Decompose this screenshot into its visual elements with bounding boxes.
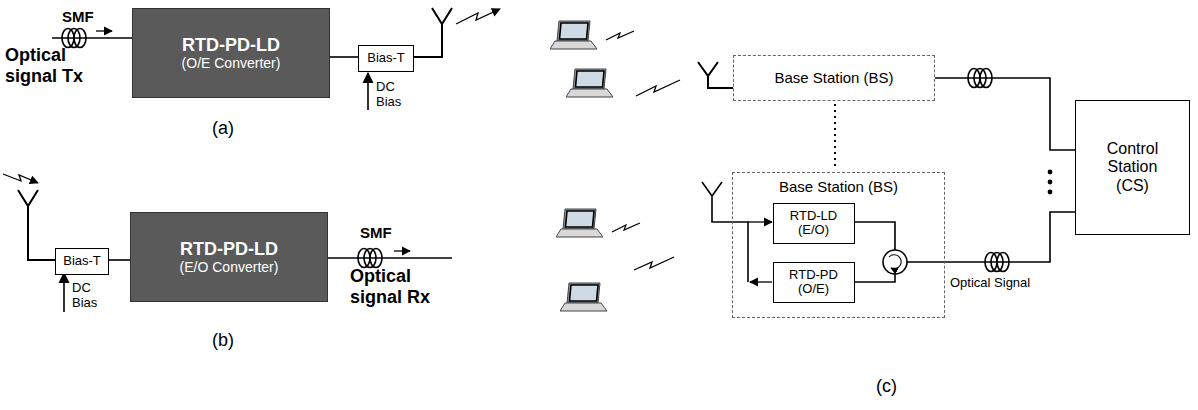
node-text: (O/E Converter): [182, 55, 281, 71]
control-station-box: Control Station (CS): [1075, 100, 1190, 235]
figure-label: (c): [876, 376, 897, 397]
fiber-line: [52, 37, 132, 39]
figure-label: SMF: [360, 224, 392, 241]
figure-label: (b): [212, 330, 234, 351]
antenna-symbol: [702, 182, 748, 282]
figure-label: DC Bias: [376, 80, 410, 110]
connector-line: [945, 212, 1075, 262]
node-text: Base Station (BS): [779, 178, 898, 195]
laptop-icon: [560, 283, 607, 311]
node-text: Control Station (CS): [1097, 140, 1169, 195]
figure-label: (a): [212, 118, 234, 139]
fiber-coil: [985, 253, 1009, 272]
figure-label: SMF: [62, 8, 94, 25]
node-text: RTD-PD (O/E): [784, 268, 844, 298]
connector-line: [109, 259, 130, 261]
connector-line: [330, 56, 358, 58]
figure-label: Optical signal Tx: [5, 45, 97, 86]
wireless-signal: [612, 223, 640, 232]
converter-box: RTD-PD-LD(O/E Converter): [132, 8, 330, 98]
bias-arrow: [63, 273, 65, 312]
antenna-symbol: [18, 190, 55, 260]
signal-arrow: [748, 221, 772, 222]
fiber-coil: [968, 69, 992, 88]
fiber-line: [328, 257, 452, 259]
antenna-symbol: [698, 62, 733, 88]
bias-arrow: [367, 73, 369, 110]
bias-tee-box: Bias-T: [358, 45, 414, 72]
figure-label: Optical signal Rx: [350, 266, 446, 307]
converter-box: RTD-PD-LD(E/O Converter): [130, 212, 328, 302]
converter-box: RTD-LD (E/O): [773, 203, 855, 245]
bias-tee-box: Bias-T: [55, 248, 109, 275]
circulator-symbol: [883, 250, 907, 274]
signal-arrow: [750, 281, 772, 282]
node-text: Bias-T: [367, 51, 405, 66]
laptop-icon: [556, 209, 603, 237]
fiber-coil: [358, 249, 382, 268]
node-text: RTD-PD-LD: [182, 35, 280, 56]
dotted-line: [834, 104, 836, 169]
wireless-signal: [636, 80, 680, 96]
laptop-icon: [550, 21, 597, 49]
wireless-signal: [3, 174, 38, 183]
circulator-wire: [855, 222, 945, 282]
circulator-arrow: [889, 255, 901, 269]
continuation-dot: [1048, 170, 1051, 173]
base-station-box: Base Station (BS): [733, 55, 935, 101]
base-station-box: Base Station (BS) RTD-LD (E/O) RTD-PD (O/E…: [732, 172, 945, 318]
wireless-signal: [456, 9, 500, 24]
antenna-symbol: [414, 8, 452, 57]
continuation-dot: [1048, 180, 1051, 183]
connector-line: [935, 78, 1075, 150]
laptop-icon: [566, 69, 613, 97]
wireless-signal: [634, 257, 674, 270]
node-text: (E/O Converter): [180, 259, 279, 275]
figure-label: Optical Signal: [950, 276, 1030, 291]
node-text: RTD-PD-LD: [180, 239, 278, 260]
converter-box: RTD-PD (O/E): [773, 262, 855, 304]
continuation-dot: [1048, 190, 1051, 193]
direction-arrow: [394, 250, 410, 251]
fiber-coil: [62, 29, 86, 48]
wireless-signal: [606, 31, 634, 40]
node-text: RTD-LD (E/O): [784, 209, 844, 239]
node-text: Base Station (BS): [774, 69, 893, 86]
figure-label: DC Bias: [72, 281, 106, 311]
direction-arrow: [96, 30, 112, 31]
node-text: Bias-T: [63, 254, 101, 269]
